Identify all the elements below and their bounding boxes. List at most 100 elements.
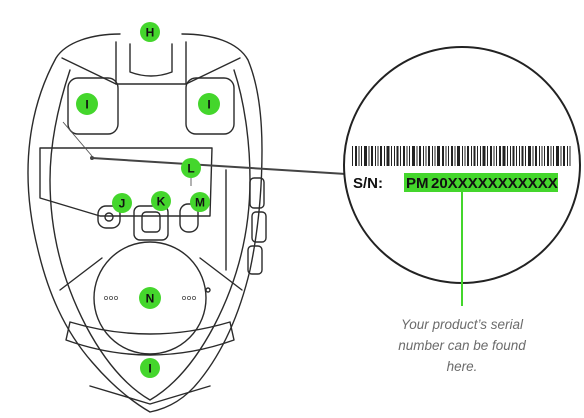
barcode-bar bbox=[400, 146, 401, 166]
side-button-1 bbox=[249, 177, 265, 209]
barcode-bar bbox=[437, 146, 440, 166]
barcode-bar bbox=[569, 146, 571, 166]
barcode-bar bbox=[496, 146, 497, 166]
barcode-bar bbox=[396, 146, 399, 166]
barcode-bar bbox=[406, 146, 408, 166]
barcode-bar bbox=[361, 146, 362, 166]
serial-caption: Your product’s serial number can be foun… bbox=[372, 314, 552, 377]
bottom-disc bbox=[93, 241, 207, 355]
bottom-foot bbox=[65, 321, 235, 356]
side-button-3 bbox=[247, 245, 263, 275]
mouse-foot-left bbox=[67, 77, 119, 135]
barcode-bar bbox=[550, 146, 552, 166]
callout-m: M bbox=[190, 192, 210, 212]
barcode-bar bbox=[364, 146, 367, 166]
barcode-bar bbox=[480, 146, 481, 166]
serial-prefix: S/N: bbox=[353, 175, 383, 192]
barcode bbox=[352, 146, 571, 166]
sensor-k-inner bbox=[141, 211, 161, 233]
barcode-bar bbox=[394, 146, 395, 166]
barcode-bar bbox=[516, 146, 517, 166]
barcode-bar bbox=[502, 146, 506, 166]
barcode-bar bbox=[457, 146, 460, 166]
barcode-bar bbox=[499, 146, 501, 166]
barcode-bar bbox=[371, 146, 373, 166]
barcode-bar bbox=[442, 146, 444, 166]
barcode-bar bbox=[375, 146, 376, 166]
barcode-bar bbox=[419, 146, 421, 166]
barcode-bar bbox=[482, 146, 486, 166]
barcode-bar bbox=[510, 146, 511, 166]
side-button-2 bbox=[251, 211, 267, 243]
barcode-bar bbox=[380, 146, 382, 166]
barcode-bar bbox=[358, 146, 360, 166]
pointer-line bbox=[91, 157, 347, 175]
barcode-bar bbox=[448, 146, 449, 166]
caption-line-1: Your product’s serial bbox=[400, 317, 524, 332]
barcode-bar bbox=[355, 146, 357, 166]
barcode-bar bbox=[462, 146, 463, 166]
callout-j: J bbox=[112, 193, 132, 213]
callout-i-right: I bbox=[198, 93, 220, 115]
mouse-outline bbox=[27, 33, 263, 413]
svg-text:K: K bbox=[157, 195, 166, 209]
bottom-disc-dot bbox=[205, 287, 211, 293]
barcode-bar bbox=[451, 146, 453, 166]
barcode-bar bbox=[432, 146, 433, 166]
barcode-bar bbox=[563, 146, 565, 166]
barcode-bar bbox=[403, 146, 405, 166]
barcode-bar bbox=[560, 146, 562, 166]
barcode-bar bbox=[473, 146, 476, 166]
barcode-bar bbox=[521, 146, 524, 166]
barcode-bar bbox=[519, 146, 520, 166]
sensor-k-outer bbox=[133, 205, 169, 241]
barcode-bar bbox=[377, 146, 379, 166]
barcode-bar bbox=[428, 146, 430, 166]
label-plate bbox=[39, 147, 213, 217]
barcode-bar bbox=[493, 146, 495, 166]
barcode-bar bbox=[464, 146, 466, 166]
diag-right bbox=[199, 257, 243, 291]
switch-j-dot bbox=[104, 212, 114, 222]
svg-text:H: H bbox=[146, 26, 155, 40]
serial-highlight-prefix: PM bbox=[406, 175, 429, 192]
barcode-bar bbox=[490, 146, 492, 166]
serial-code: 20XXXXXXXXXXX bbox=[431, 175, 558, 192]
barcode-bar bbox=[532, 146, 534, 166]
barcode-bar bbox=[544, 146, 545, 166]
barcode-bar bbox=[416, 146, 418, 166]
barcode-bar bbox=[445, 146, 447, 166]
barcode-bar bbox=[384, 146, 385, 166]
caption-line-2: number can be found bbox=[398, 338, 526, 353]
barcode-bar bbox=[467, 146, 469, 166]
pointer-dot bbox=[90, 156, 94, 160]
barcode-bar bbox=[434, 146, 436, 166]
barcode-bar bbox=[471, 146, 472, 166]
barcode-bar bbox=[528, 146, 531, 166]
diag-left bbox=[59, 257, 103, 291]
barcode-bar bbox=[423, 146, 424, 166]
barcode-bar bbox=[525, 146, 526, 166]
barcode-bar bbox=[535, 146, 537, 166]
barcode-bar bbox=[352, 146, 353, 166]
barcode-bar bbox=[507, 146, 508, 166]
barcode-bar bbox=[412, 146, 415, 166]
barcode-bar bbox=[541, 146, 543, 166]
callout-n: N bbox=[139, 287, 161, 309]
barcode-bar bbox=[386, 146, 390, 166]
bottom-outline-lines bbox=[89, 385, 211, 405]
svg-text:I: I bbox=[148, 362, 151, 376]
mouse-foot-right bbox=[185, 77, 235, 135]
svg-text:I: I bbox=[85, 98, 88, 112]
svg-text:M: M bbox=[195, 196, 205, 210]
scroll-wheel bbox=[129, 43, 173, 77]
callout-l: L bbox=[181, 158, 201, 178]
callout-k: K bbox=[151, 191, 171, 211]
callout-h: H bbox=[140, 22, 160, 42]
switch-j bbox=[97, 205, 121, 229]
barcode-bar bbox=[487, 146, 488, 166]
barcode-bar bbox=[512, 146, 515, 166]
serial-highlight bbox=[404, 173, 558, 192]
barcode-bar bbox=[425, 146, 427, 166]
barcode-bar bbox=[409, 146, 410, 166]
